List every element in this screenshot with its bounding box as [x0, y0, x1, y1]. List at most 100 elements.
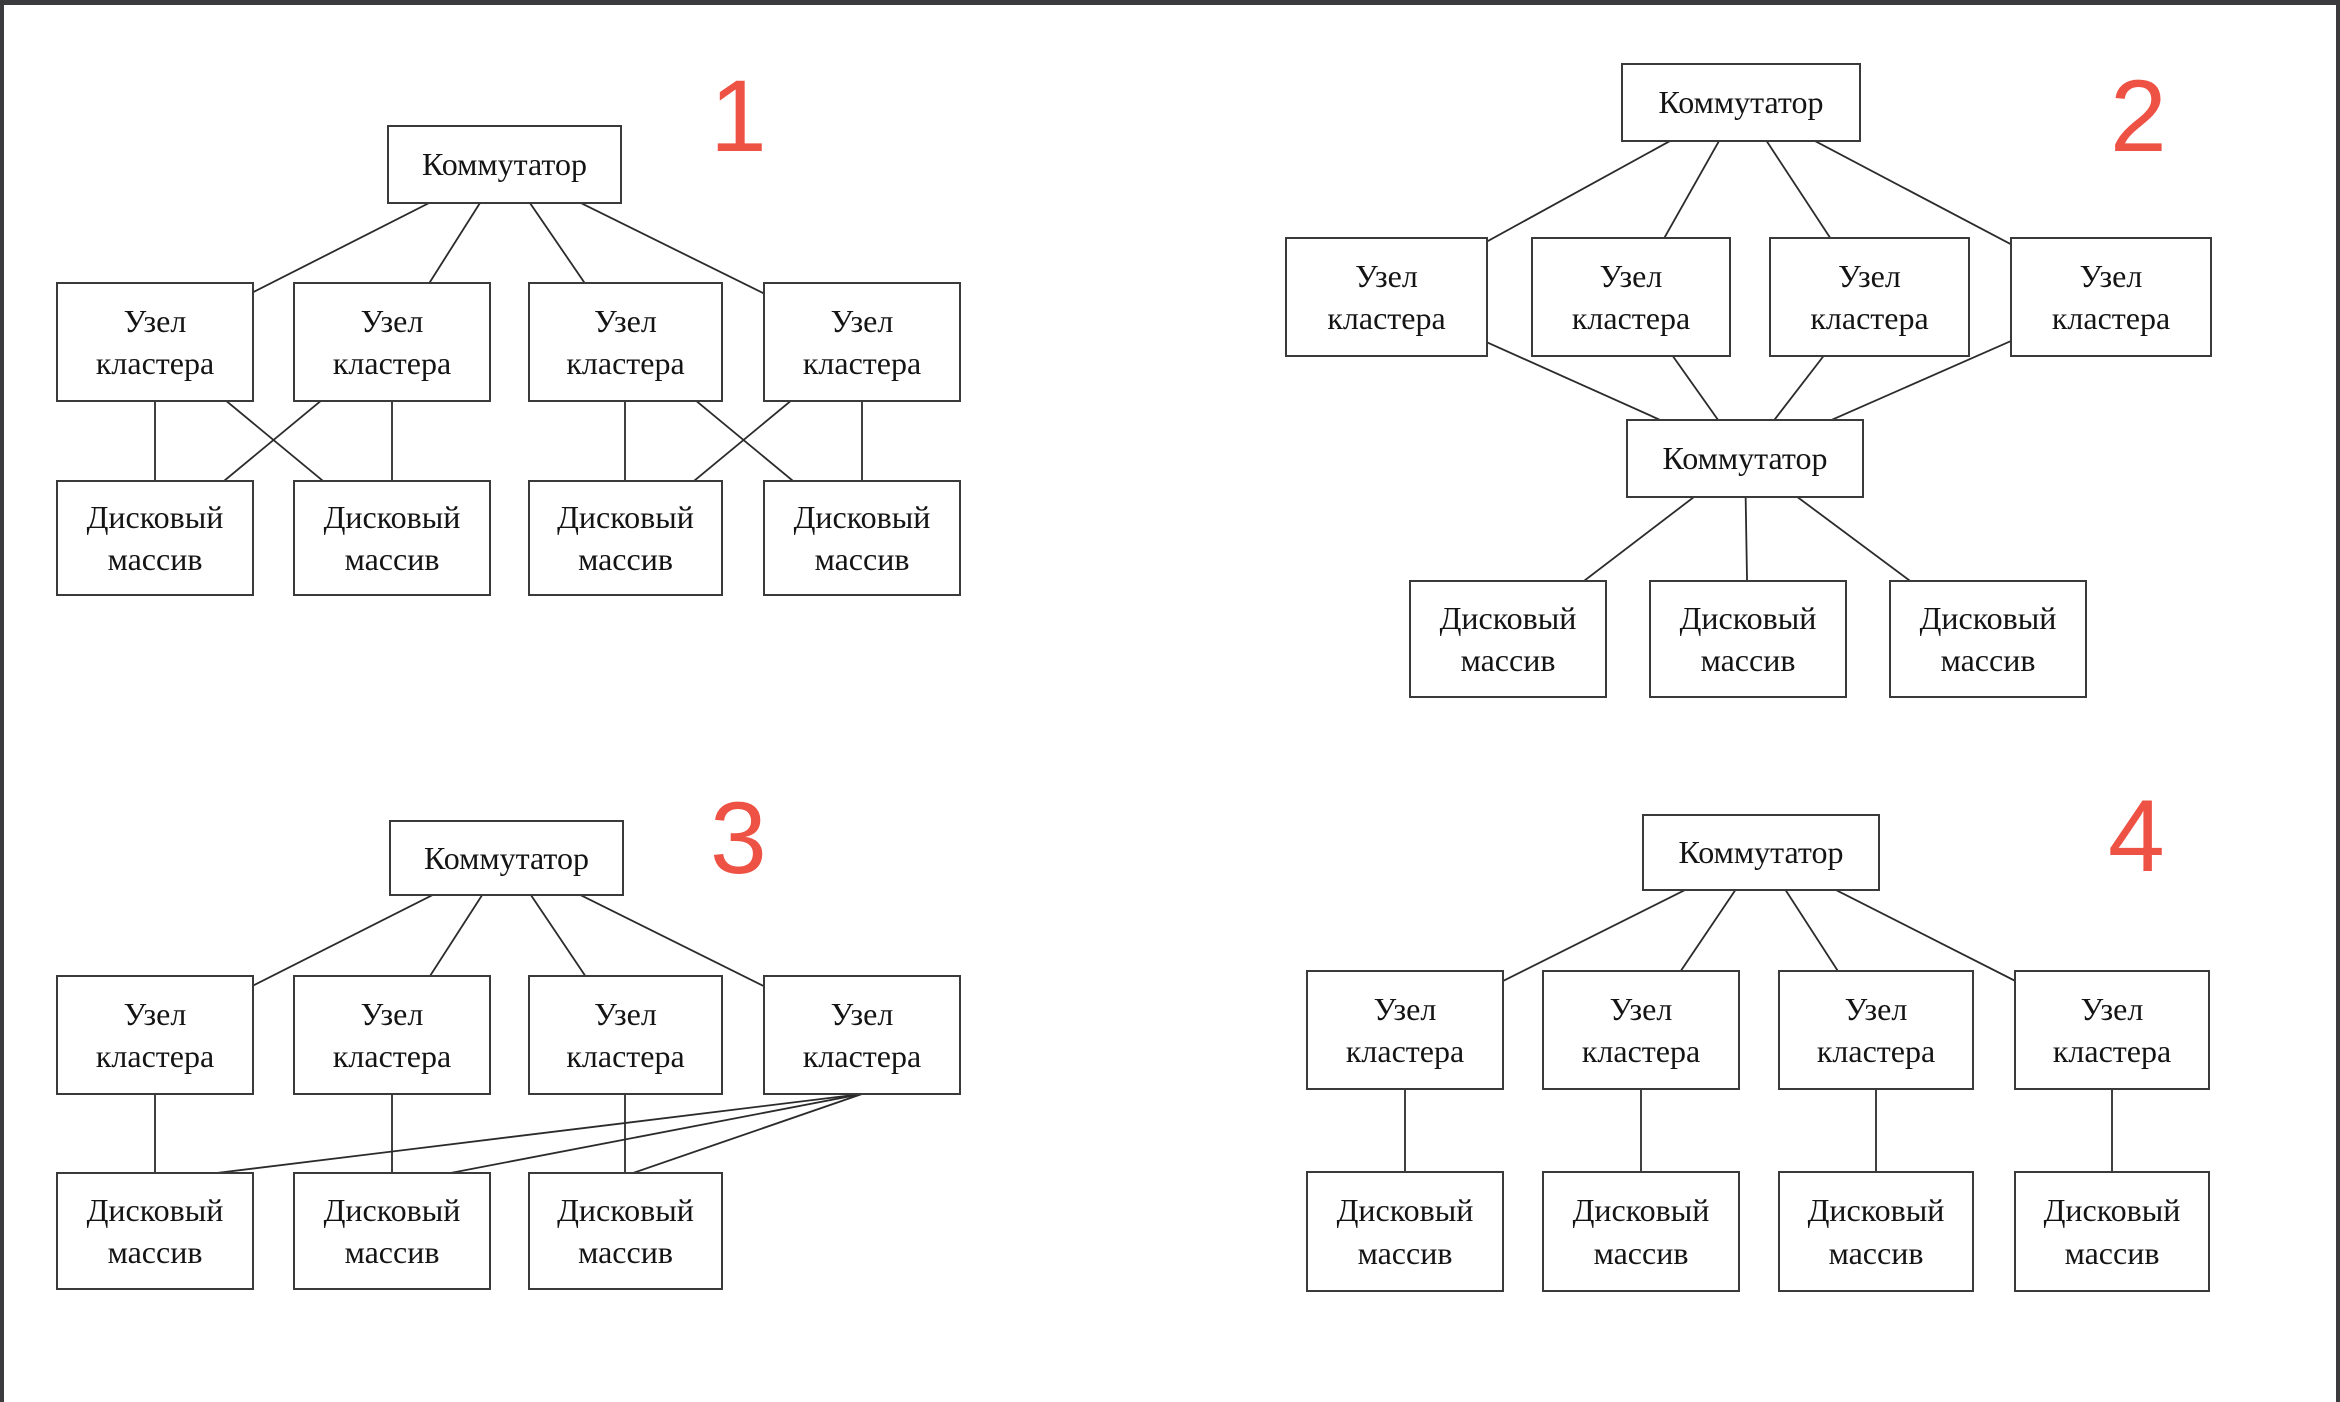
- diagram-4-disk-array-3: Дисковый массив: [1778, 1171, 1974, 1292]
- disk-label-line-1: Дисковый: [323, 498, 461, 535]
- node-label-line-1: Узел: [1838, 257, 1901, 294]
- diagram-4-cluster-node-3: Узел кластера: [1778, 970, 1974, 1090]
- disk-label-line-2: массив: [2064, 1234, 2160, 1271]
- node-label-line-1: Узел: [360, 995, 424, 1032]
- diagram-2-cluster-node-1: Узел кластера: [1285, 237, 1488, 357]
- disk-label-line-1: Дисковый: [86, 498, 224, 535]
- disk-label-line-1: Дисковый: [86, 1191, 224, 1228]
- switch-label: Коммутатор: [1678, 834, 1844, 871]
- diagram-4-cluster-node-4: Узел кластера: [2014, 970, 2210, 1090]
- node-label-line-2: кластера: [566, 345, 685, 381]
- diagram-3-cluster-node-2: Узел кластера: [293, 975, 491, 1095]
- disk-label-line-2: массив: [1828, 1234, 1924, 1271]
- diagram-1-cluster-node-4: Узел кластера: [763, 282, 961, 402]
- node-label-line-2: кластера: [1345, 1033, 1465, 1069]
- node-label-line-1: Узел: [1373, 990, 1437, 1027]
- diagram-4-lines: [1404, 851, 2113, 1231]
- switch-label: Коммутатор: [422, 146, 587, 183]
- disk-label-line-2: массив: [344, 541, 440, 577]
- diagram-3-number: 3: [710, 781, 767, 895]
- disk-label-line-1: Дисковый: [1919, 599, 2057, 636]
- diagram-3-disk-array-1: Дисковый массив: [56, 1172, 254, 1290]
- disk-label-line-2: массив: [107, 1234, 203, 1270]
- diagram-1-cluster-node-2: Узел кластера: [293, 282, 491, 402]
- node-label-line-1: Узел: [1609, 990, 1673, 1027]
- disk-label-line-1: Дисковый: [557, 1191, 694, 1228]
- diagram-1-cluster-node-1: Узел кластера: [56, 282, 254, 402]
- diagram-3-cluster-node-3: Узел кластера: [528, 975, 723, 1095]
- disk-label-line-2: массив: [1460, 642, 1556, 678]
- diagram-2-disk-array-3: Дисковый массив: [1889, 580, 2087, 698]
- node-label-line-1: Узел: [1844, 990, 1908, 1027]
- disk-label-line-1: Дисковый: [1336, 1192, 1474, 1229]
- node-label-line-1: Узел: [594, 302, 657, 339]
- diagram-3-cluster-node-4: Узел кластера: [763, 975, 961, 1095]
- diagram-4-cluster-node-1: Узел кластера: [1306, 970, 1504, 1090]
- switch-label: Коммутатор: [1662, 440, 1828, 477]
- node-label-line-2: кластера: [1816, 1033, 1936, 1069]
- diagram-2-lines: [1385, 101, 2112, 640]
- node-label-line-2: кластера: [802, 345, 922, 381]
- disk-label-line-2: массив: [578, 1234, 673, 1270]
- disk-label-line-1: Дисковый: [1679, 599, 1817, 636]
- disk-label-line-2: массив: [814, 541, 910, 577]
- diagram-2-number: 2: [2110, 59, 2167, 173]
- diagram-4-disk-array-4: Дисковый массив: [2014, 1171, 2210, 1292]
- node-label-line-2: кластера: [1327, 300, 1446, 336]
- diagram-4-disk-array-2: Дисковый массив: [1542, 1171, 1740, 1292]
- disk-label-line-2: массив: [1700, 642, 1796, 678]
- disk-label-line-2: массив: [1593, 1234, 1689, 1271]
- node-label-line-2: кластера: [332, 1038, 452, 1074]
- disk-label-line-1: Дисковый: [1439, 599, 1577, 636]
- disk-label-line-1: Дисковый: [1807, 1192, 1945, 1229]
- node-label-line-1: Узел: [2079, 257, 2143, 294]
- node-label-line-1: Узел: [830, 302, 894, 339]
- node-label-line-2: кластера: [95, 345, 215, 381]
- node-label-line-2: кластера: [566, 1038, 685, 1074]
- switch-label: Коммутатор: [1658, 84, 1824, 121]
- diagram-2-switch-bottom-box: Коммутатор: [1626, 419, 1864, 498]
- disk-label-line-2: массив: [1940, 642, 2036, 678]
- diagram-1-disk-array-2: Дисковый массив: [293, 480, 491, 596]
- diagram-1-disk-array-4: Дисковый массив: [763, 480, 961, 596]
- diagram-1-cluster-node-3: Узел кластера: [528, 282, 723, 402]
- disk-label-line-2: массив: [1357, 1234, 1453, 1271]
- diagram-4-number: 4: [2108, 779, 2165, 893]
- diagram-2-cluster-node-3: Узел кластера: [1769, 237, 1970, 357]
- disk-label-line-1: Дисковый: [323, 1191, 461, 1228]
- diagram-1-switch-box: Коммутатор: [387, 125, 622, 204]
- diagram-1-disk-array-3: Дисковый массив: [528, 480, 723, 596]
- diagram-1-disk-array-1: Дисковый массив: [56, 480, 254, 596]
- node-label-line-1: Узел: [360, 302, 424, 339]
- node-label-line-1: Узел: [830, 995, 894, 1032]
- node-label-line-2: кластера: [1581, 1033, 1701, 1069]
- disk-label-line-1: Дисковый: [557, 498, 694, 535]
- diagram-2-disk-array-1: Дисковый массив: [1409, 580, 1607, 698]
- diagram-1-lines: [154, 164, 863, 539]
- diagram-3-switch-box: Коммутатор: [389, 820, 624, 896]
- diagram-3-lines: [154, 857, 863, 1231]
- node-label-line-2: кластера: [2051, 300, 2171, 336]
- disk-label-line-2: массив: [344, 1234, 440, 1270]
- disk-label-line-1: Дисковый: [2043, 1192, 2181, 1229]
- node-label-line-1: Узел: [123, 995, 187, 1032]
- node-label-line-1: Узел: [123, 302, 187, 339]
- node-label-line-2: кластера: [1810, 300, 1929, 336]
- diagram-2-disk-array-2: Дисковый массив: [1649, 580, 1847, 698]
- node-label-line-2: кластера: [802, 1038, 922, 1074]
- node-label-line-2: кластера: [95, 1038, 215, 1074]
- node-label-line-2: кластера: [2052, 1033, 2172, 1069]
- diagram-1-number: 1: [710, 59, 767, 173]
- node-label-line-2: кластера: [1571, 300, 1691, 336]
- disk-label-line-2: массив: [578, 541, 673, 577]
- disk-label-line-2: массив: [107, 541, 203, 577]
- diagram-2-cluster-node-4: Узел кластера: [2010, 237, 2212, 357]
- disk-label-line-1: Дисковый: [793, 498, 931, 535]
- node-label-line-1: Узел: [1355, 257, 1418, 294]
- diagram-3-disk-array-3: Дисковый массив: [528, 1172, 723, 1290]
- node-label-line-2: кластера: [332, 345, 452, 381]
- switch-label: Коммутатор: [424, 839, 589, 876]
- diagram-4-switch-box: Коммутатор: [1642, 814, 1880, 891]
- node-label-line-1: Узел: [1599, 257, 1663, 294]
